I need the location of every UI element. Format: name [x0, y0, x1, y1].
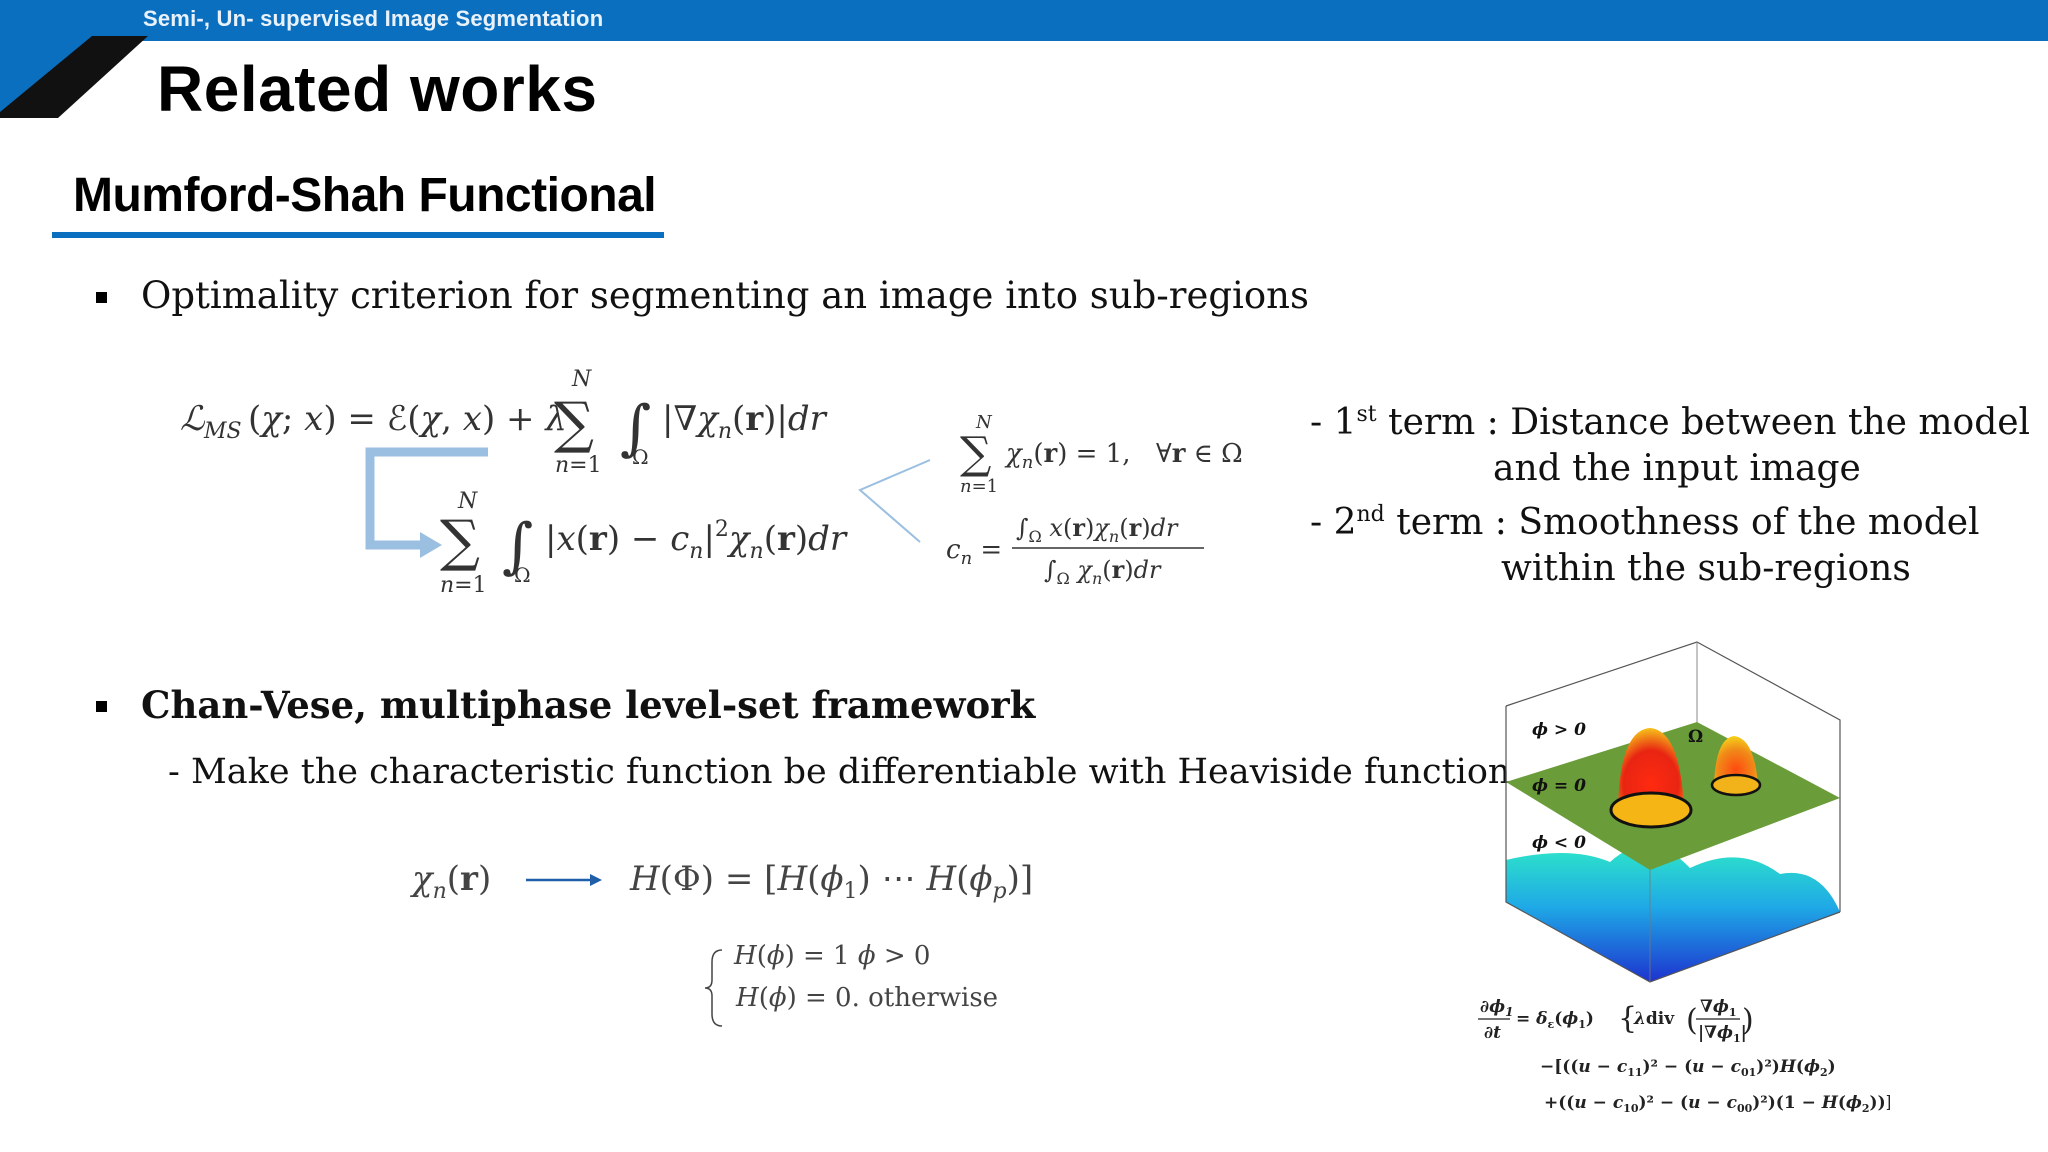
svg-text:|x(r) − cn|2χn(r)dr: |x(r) − cn|2χn(r)dr — [545, 517, 848, 564]
svg-text:MS: MS — [203, 419, 242, 444]
svg-text:∑: ∑ — [440, 509, 480, 574]
svg-text:χn(r): χn(r) — [410, 859, 491, 904]
course-title: Semi-, Un- supervised Image Segmentation — [143, 6, 604, 31]
svg-text:|∇χn(r)|dr: |∇χn(r)|dr — [662, 399, 828, 444]
svg-text:−[((u − c11)² − (u − c01)²)H(ϕ: −[((u − c11)² − (u − c01)²)H(ϕ2) — [1540, 1057, 1836, 1079]
term-1-line: - 1st term : Distance between the model — [1310, 402, 2031, 443]
evolution-equation: ∂ϕ1 ∂t = δε(ϕ1) { λdiv ( ∇ϕ1 |∇ϕ1| ) −[(… — [1478, 997, 1890, 1115]
term-1-continuation: and the input image — [1493, 448, 1861, 489]
label-omega: Ω — [1688, 727, 1703, 747]
svg-text:{: { — [1618, 1001, 1637, 1036]
svg-text:∫: ∫ — [620, 393, 651, 463]
section-heading: Mumford-Shah Functional — [73, 169, 657, 222]
term-descriptions: - 1st term : Distance between the model … — [1310, 392, 2030, 592]
mumford-shah-equation: ℒ MS (χ; x) = ℰ(χ, x) + λ N ∑ n=1 ∫ Ω |∇… — [180, 367, 848, 598]
label-phi-zero: ϕ = 0 — [1532, 776, 1586, 796]
svg-text:(: ( — [1686, 1003, 1698, 1038]
term-2-line: - 2nd term : Smoothness of the model — [1310, 502, 1980, 543]
heaviside-equations: χn(r) H(Φ) = [H(ϕ1) ⋯ H(ϕp)] H(ϕ) = 1 ϕ … — [410, 859, 1033, 1027]
corner-decoration — [0, 36, 148, 118]
bullet-text-2: Chan-Vese, multiphase level-set framewor… — [141, 683, 1036, 727]
svg-text:λdiv: λdiv — [1633, 1009, 1675, 1029]
svg-text:∂t: ∂t — [1484, 1023, 1501, 1043]
svg-text:H(Φ) = [H(ϕ1) ⋯ H(ϕp)]: H(Φ) = [H(ϕ1) ⋯ H(ϕp)] — [629, 859, 1033, 904]
peak-small — [1714, 736, 1758, 784]
svg-text:χn(r) = 1,: χn(r) = 1, — [1004, 439, 1130, 473]
svg-text:∀r ∈ Ω: ∀r ∈ Ω — [1156, 439, 1243, 469]
svg-text:∂ϕ1: ∂ϕ1 — [1480, 997, 1513, 1019]
svg-text:∇ϕ1: ∇ϕ1 — [1700, 997, 1736, 1019]
svg-text:H(ϕ) = 0. otherwise: H(ϕ) = 0. otherwise — [735, 983, 998, 1013]
label-phi-positive: ϕ > 0 — [1532, 720, 1586, 740]
header-bar: Semi-, Un- supervised Image Segmentation — [0, 0, 2048, 41]
level-set-figure: ϕ > 0 ϕ = 0 ϕ < 0 Ω — [1505, 641, 1841, 983]
svg-text:= δε(ϕ1): = δε(ϕ1) — [1516, 1009, 1594, 1031]
svg-text:n=1: n=1 — [440, 573, 487, 598]
svg-text:H(ϕ) = 1 ϕ > 0: H(ϕ) = 1 ϕ > 0 — [733, 941, 930, 971]
bullet-marker — [96, 701, 107, 712]
peak-large — [1618, 728, 1684, 808]
svg-text:Ω: Ω — [514, 563, 531, 587]
svg-text:n=1: n=1 — [960, 476, 998, 497]
svg-text:∫Ω x(r)χn(r)dr: ∫Ω x(r)χn(r)dr — [1016, 513, 1179, 546]
svg-text:N: N — [571, 367, 592, 392]
svg-text:(χ; x) = ℰ(χ, x) + λ: (χ; x) = ℰ(χ, x) + λ — [248, 399, 567, 439]
bullet-text-1: Optimality criterion for segmenting an i… — [141, 274, 1309, 317]
svg-text:+((u − c10)² − (u − c00)²)(1 −: +((u − c10)² − (u − c00)²)(1 − H(ϕ2))]} — [1544, 1093, 1890, 1115]
constraint-equations: N ∑ n=1 χn(r) = 1, ∀r ∈ Ω cn = ∫Ω x(r)χn… — [858, 412, 1243, 588]
svg-text:∫: ∫ — [502, 511, 533, 581]
svg-text:∑: ∑ — [960, 428, 991, 479]
svg-text:N: N — [457, 489, 478, 514]
svg-text:N: N — [975, 412, 993, 433]
svg-text:): ) — [1742, 1003, 1754, 1038]
term-2-continuation: within the sub-regions — [1501, 548, 1911, 589]
svg-text:n=1: n=1 — [555, 453, 602, 478]
svg-text:ℒ: ℒ — [180, 399, 206, 439]
svg-text:Ω: Ω — [632, 445, 649, 469]
section-underline — [52, 232, 664, 238]
label-phi-negative: ϕ < 0 — [1532, 833, 1586, 853]
bullet-subtext-2: - Make the characteristic function be di… — [168, 752, 1511, 792]
svg-text:|∇ϕ1|: |∇ϕ1| — [1698, 1023, 1747, 1045]
svg-text:∑: ∑ — [554, 391, 594, 456]
svg-text:∫Ω χn(r)dr: ∫Ω χn(r)dr — [1044, 555, 1162, 588]
slide-title: Related works — [157, 53, 598, 125]
bullet-marker — [96, 292, 107, 303]
svg-text:cn =: cn = — [946, 535, 1002, 569]
